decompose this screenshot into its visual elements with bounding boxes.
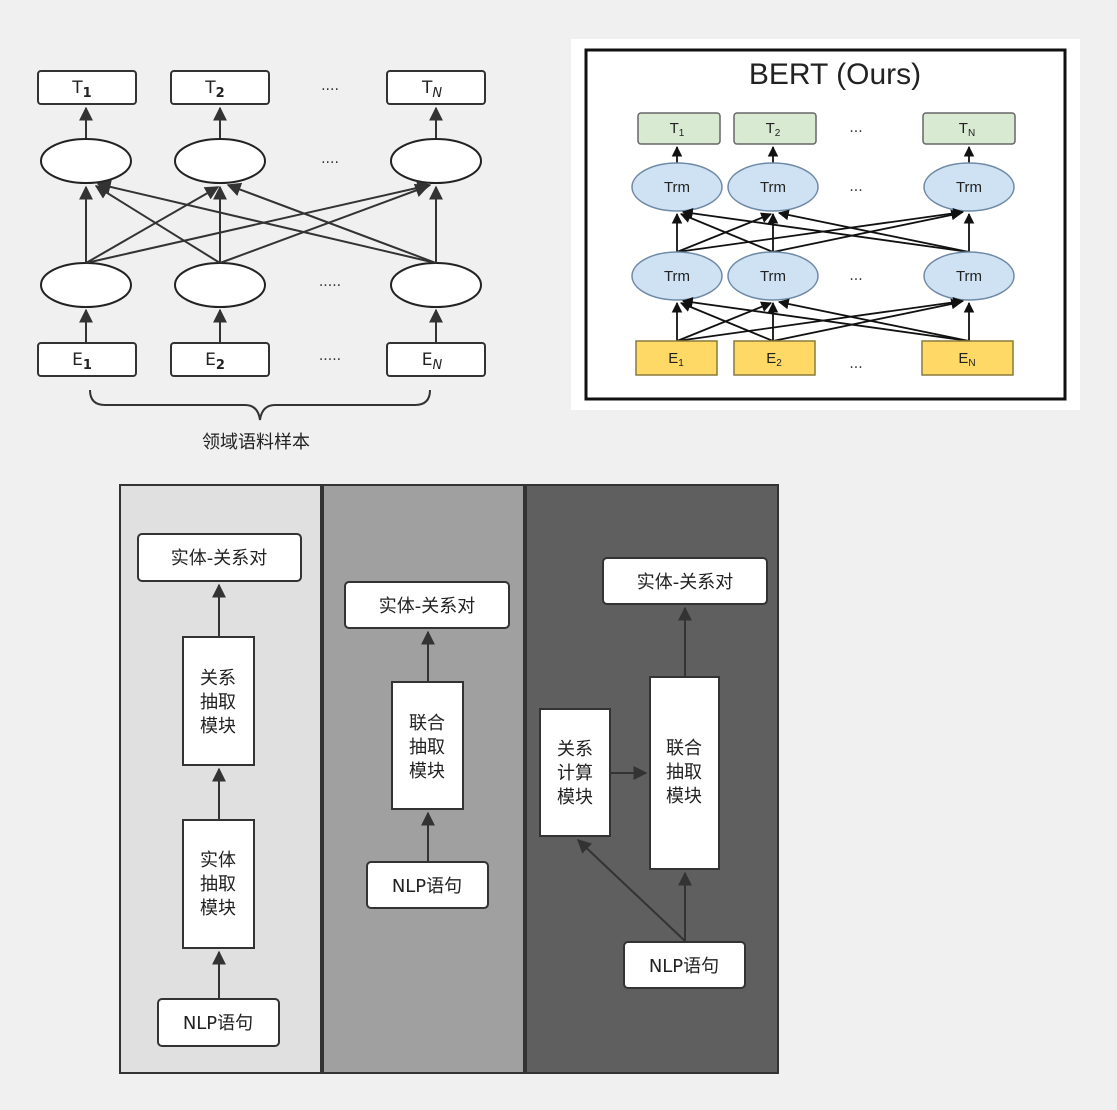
token-label-n: TN [421, 78, 442, 101]
token-label-1: T1 [71, 78, 91, 101]
embed-label-2: E2 [205, 350, 225, 373]
p2-output-box [344, 581, 510, 629]
p3-relation-line-3: 模块 [557, 787, 593, 808]
bert-upper-trm-1 [631, 162, 723, 212]
token-box-n [386, 70, 486, 105]
corpus-brace [89, 389, 431, 421]
bert-upper-trm-n [923, 162, 1015, 212]
bert-embed-label-1: E1 [668, 350, 684, 369]
bert-upper-trm-label-1: Trm [664, 179, 690, 196]
embed-box-1 [37, 342, 137, 377]
p2-input-label: NLP语句 [392, 876, 462, 897]
embed-dots: ..... [319, 348, 341, 364]
pipeline-1: 实体-关系对 关系 抽取 模块 实体 抽取 模块 NLP语句 [137, 533, 302, 1047]
bert-token-dots: ... [849, 120, 862, 136]
bert-upper-trm-label-n: Trm [956, 179, 982, 196]
p3-input-box [623, 941, 746, 989]
cross-connections [79, 180, 443, 264]
p3-input-label: NLP语句 [649, 956, 719, 977]
bert-title: BERT (Ours) [749, 58, 921, 91]
bert-lower-trm-1 [631, 251, 723, 301]
bert-embed-label-2: E2 [766, 350, 782, 369]
token-box-2 [170, 70, 270, 105]
bert-embed-dots: ... [849, 356, 862, 372]
p1-relation-line-2: 抽取 [200, 692, 236, 713]
upper-node-1 [40, 138, 132, 184]
bert-panel: BERT (Ours) T1 T2 TN ... Trm Trm Trm ... [571, 39, 1080, 410]
p1-relation-line-1: 关系 [200, 668, 236, 689]
p3-joint-line-3: 模块 [666, 786, 702, 807]
p3-relation-line-2: 计算 [557, 763, 593, 784]
bert-lower-trm-2 [727, 251, 819, 301]
p2-input-box [366, 861, 489, 909]
embed-box-n [386, 342, 486, 377]
p1-output-label: 实体-关系对 [171, 548, 268, 569]
lower-dots: ..... [319, 274, 341, 290]
left-diagram: T1 T2 TN .... .... ..... [37, 70, 486, 453]
p3-output-label: 实体-关系对 [637, 572, 734, 593]
upper-node-2 [174, 138, 266, 184]
p1-output-box [137, 533, 302, 582]
p3-joint-line-1: 联合 [666, 738, 702, 759]
p1-input-box [157, 998, 280, 1047]
p3-relation-line-1: 关系 [557, 739, 593, 760]
p2-joint-line-3: 模块 [409, 761, 445, 782]
lower-node-n [390, 262, 482, 308]
lower-node-1 [40, 262, 132, 308]
p3-joint-module [649, 676, 720, 870]
embed-box-2 [170, 342, 270, 377]
upper-dots: .... [321, 151, 339, 167]
bert-embed-box-n [921, 340, 1014, 376]
bert-lower-trm-label-1: Trm [664, 268, 690, 285]
bert-lower-trm-label-2: Trm [760, 268, 786, 285]
p1-entity-module [182, 819, 255, 949]
p3-output-box [602, 557, 768, 605]
lower-node-2 [174, 262, 266, 308]
bert-token-box-1 [637, 112, 721, 145]
bert-lower-trm-label-n: Trm [956, 268, 982, 285]
bert-upper-trm-2 [727, 162, 819, 212]
top-token-boxes: T1 T2 TN .... [37, 70, 486, 105]
pipeline-2: 实体-关系对 联合 抽取 模块 NLP语句 [344, 581, 510, 909]
bert-token-box-n [922, 112, 1016, 145]
p1-entity-line-3: 模块 [200, 898, 236, 919]
pipeline-panels: 实体-关系对 关系 抽取 模块 实体 抽取 模块 NLP语句 实体-关系对 联合… [119, 484, 779, 1074]
p2-output-label: 实体-关系对 [379, 596, 476, 617]
p2-joint-line-1: 联合 [409, 713, 445, 734]
top-dots: .... [321, 78, 339, 94]
bert-upper-trm-label-2: Trm [760, 179, 786, 196]
bert-lower-connections [671, 296, 975, 342]
token-label-2: T2 [204, 78, 224, 101]
bert-upper-dots: ... [849, 179, 862, 195]
bert-token-label-n: TN [959, 120, 975, 139]
p1-entity-line-1: 实体 [200, 850, 236, 871]
bert-lower-trm-n [923, 251, 1015, 301]
p1-relation-line-3: 模块 [200, 716, 236, 737]
bert-panel-frame [584, 48, 1067, 401]
p3-relation-calc-module [539, 708, 611, 837]
bert-token-label-2: T2 [766, 120, 781, 139]
bert-embed-box-2 [733, 340, 816, 376]
p2-joint-line-2: 抽取 [409, 737, 445, 758]
bert-upper-connections [671, 207, 975, 253]
embed-label-n: EN [422, 350, 443, 373]
bert-embed-box-1 [635, 340, 718, 376]
bert-lower-dots: ... [849, 268, 862, 284]
pipeline-3: 实体-关系对 联合 抽取 模块 关系 计算 模块 NLP语句 [539, 557, 768, 989]
embed-label-1: E1 [72, 350, 92, 373]
p1-entity-line-2: 抽取 [200, 874, 236, 895]
p2-joint-module [391, 681, 464, 810]
bert-token-box-2 [733, 112, 817, 145]
p3-joint-line-2: 抽取 [666, 762, 702, 783]
p1-relation-module [182, 636, 255, 766]
embedding-boxes: E1 E2 EN ..... [37, 342, 486, 377]
upper-node-n [390, 138, 482, 184]
corpus-caption: 领域语料样本 [202, 432, 310, 453]
bert-token-label-1: T1 [670, 120, 685, 139]
token-box-1 [37, 70, 137, 105]
p1-input-label: NLP语句 [183, 1013, 253, 1034]
bert-embed-label-n: EN [958, 350, 975, 369]
